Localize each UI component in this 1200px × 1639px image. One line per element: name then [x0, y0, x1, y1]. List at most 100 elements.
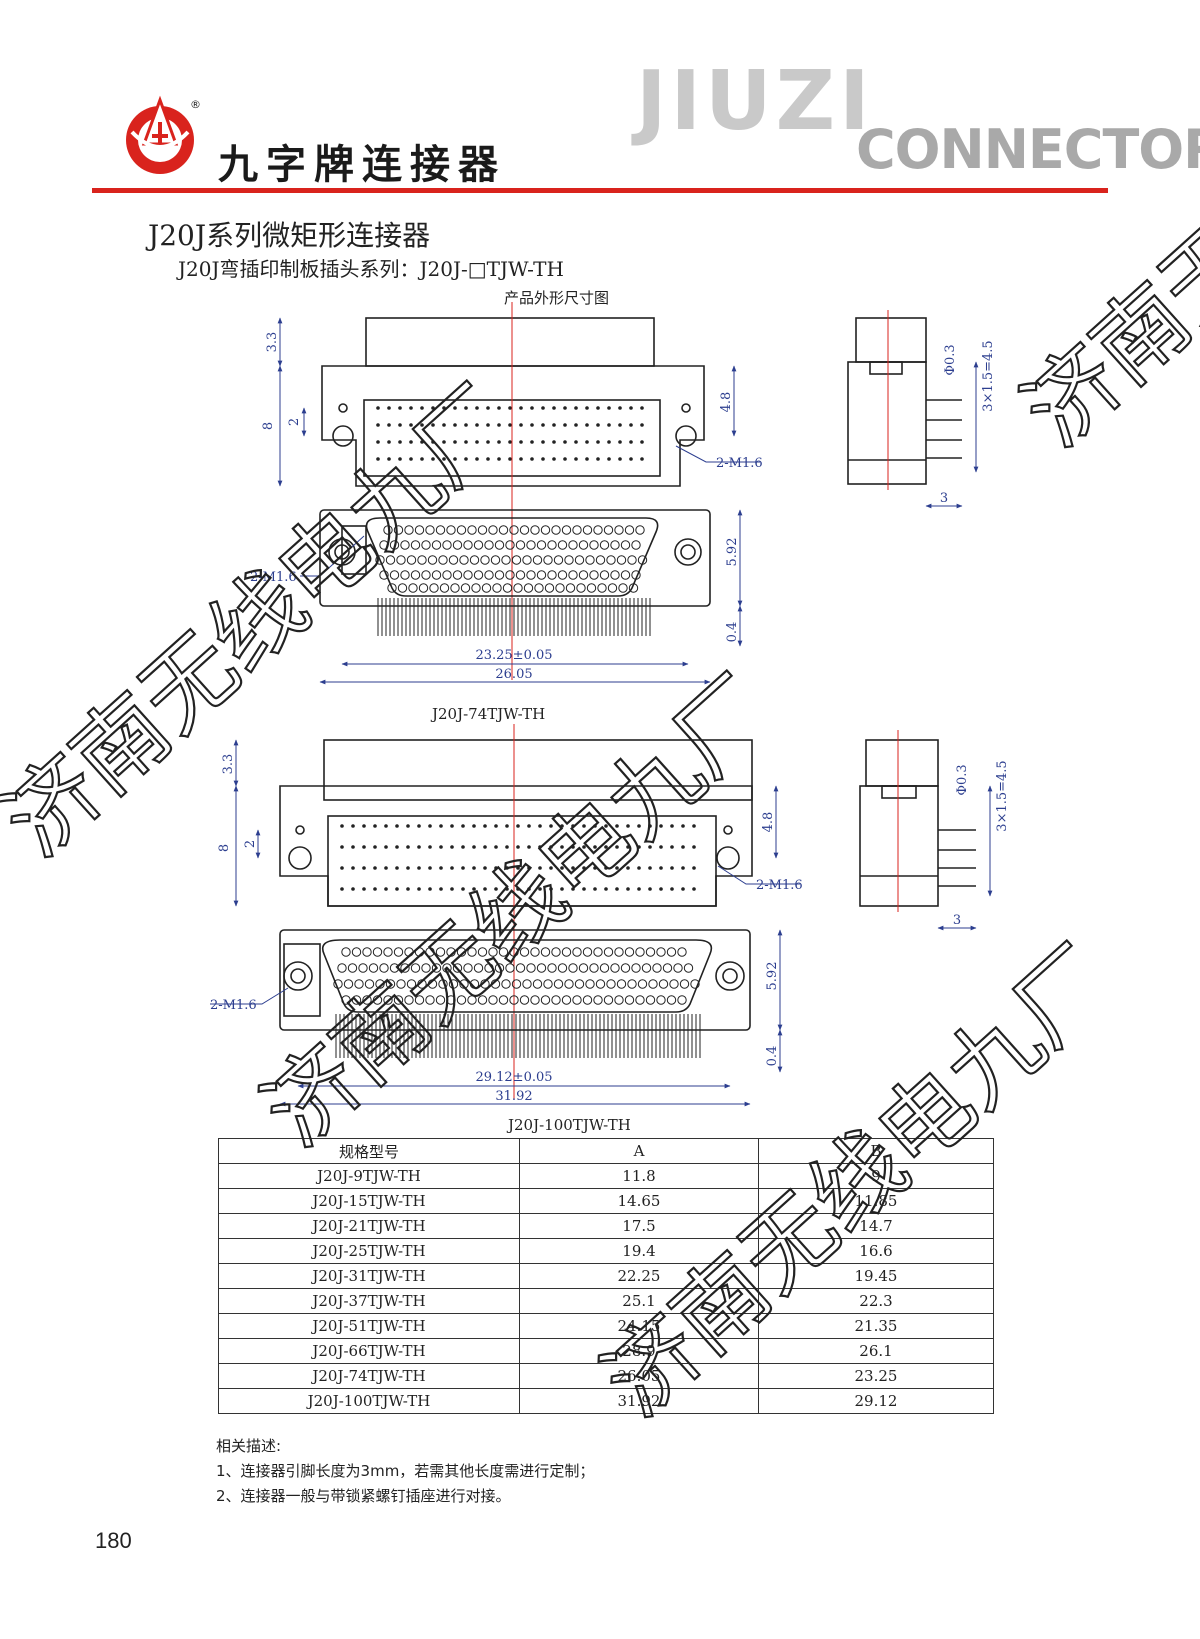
contact-hole	[677, 947, 687, 957]
pin-dot	[637, 866, 641, 870]
contact-hole	[645, 947, 656, 957]
contact-hole	[543, 555, 553, 565]
pin-dot	[593, 845, 597, 849]
contact-hole	[565, 583, 576, 593]
contact-hole	[397, 583, 408, 593]
pin-dot	[384, 845, 388, 849]
contact-hole	[534, 583, 544, 593]
pin-dot	[541, 423, 545, 427]
dim-100-8: 8	[217, 844, 232, 852]
pin-dot	[420, 423, 424, 427]
pin-dot	[541, 406, 545, 410]
pin-dot	[395, 845, 399, 849]
contact-hole	[568, 540, 578, 550]
contact-hole	[404, 947, 414, 957]
contact-hole	[511, 555, 522, 565]
pin-dot	[508, 457, 512, 461]
pin-dot	[626, 866, 630, 870]
pin-dot	[571, 845, 575, 849]
contact-hole	[333, 979, 343, 989]
pin-dot	[406, 866, 410, 870]
drawing-title: 产品外形尺寸图	[504, 289, 610, 307]
notes-section: 相关描述: 1、连接器引脚长度为3mm，若需其他长度需进行定制； 2、连接器一般…	[216, 1434, 594, 1509]
contact-hole	[427, 555, 438, 565]
contact-hole	[448, 555, 459, 565]
contact-hole	[463, 540, 473, 550]
contact-hole	[568, 570, 578, 580]
dim-74-inner-width: 23.25±0.05	[475, 648, 552, 663]
pin-dot	[629, 457, 633, 461]
contact-hole	[526, 540, 536, 550]
pin-dot	[574, 457, 578, 461]
contact-hole	[648, 979, 658, 989]
contact-hole	[406, 555, 417, 565]
pin-dot	[406, 845, 410, 849]
cell-b: 29.12	[758, 1388, 994, 1414]
pin-dot	[626, 824, 630, 828]
contact-hole	[523, 583, 534, 593]
pin-dot	[486, 423, 490, 427]
contact-hole	[354, 979, 364, 989]
pin-dot	[442, 440, 446, 444]
contact-hole	[389, 963, 400, 973]
contact-hole	[467, 525, 477, 535]
pin-dot	[420, 406, 424, 410]
dim-74-screw-left: 2-M1.6	[250, 570, 297, 585]
contact-hole	[624, 995, 635, 1005]
contact-hole	[410, 963, 421, 973]
pin-dot	[549, 845, 553, 849]
contact-hole	[557, 540, 568, 550]
pin-dot	[648, 824, 652, 828]
contact-hole	[379, 570, 389, 580]
contact-hole	[553, 979, 564, 989]
contact-hole	[635, 995, 645, 1005]
note-item: 2、连接器一般与带锁紧螺钉插座进行对接。	[216, 1487, 511, 1505]
pin-dot	[508, 440, 512, 444]
pin-dot	[670, 824, 674, 828]
pin-dot	[409, 440, 413, 444]
contact-hole	[498, 525, 509, 535]
contact-hole	[631, 570, 641, 580]
dim-100-48: 4.8	[761, 812, 776, 833]
pin-dot	[373, 887, 377, 891]
pin-dot	[461, 824, 465, 828]
contact-hole	[519, 947, 530, 957]
contact-hole	[561, 947, 572, 957]
pin-dot	[439, 887, 443, 891]
pin-dot	[560, 866, 564, 870]
contact-hole	[614, 525, 624, 535]
contact-hole	[509, 525, 519, 535]
contact-hole	[404, 995, 414, 1005]
drawing-100-front-view	[279, 929, 751, 1031]
pin-dot	[541, 457, 545, 461]
pin-dot	[486, 406, 490, 410]
pin-dot	[541, 440, 545, 444]
pin-dot	[453, 440, 457, 444]
pin-dot	[618, 406, 622, 410]
pin-dot	[453, 423, 457, 427]
pin-dot	[398, 440, 402, 444]
contact-hole	[467, 947, 477, 957]
pin-dot	[420, 457, 424, 461]
contact-hole	[473, 540, 484, 550]
contact-hole	[606, 979, 616, 989]
contact-hole	[505, 963, 515, 973]
table-header-a: A	[519, 1138, 759, 1164]
cell-a: 31.92	[519, 1388, 759, 1414]
contact-hole	[396, 555, 406, 565]
brand-name-en-connector: CONNECTOR	[856, 118, 1200, 181]
pin-dot	[406, 887, 410, 891]
contact-hole	[414, 995, 425, 1005]
pin-dot	[659, 887, 663, 891]
pin-dot	[409, 457, 413, 461]
contact-hole	[450, 583, 460, 593]
trademark-symbol: ®	[190, 98, 201, 111]
contact-hole	[585, 979, 595, 989]
contact-hole	[456, 995, 467, 1005]
contact-hole	[544, 583, 555, 593]
contact-hole	[484, 570, 494, 580]
pin-dot	[439, 824, 443, 828]
dim-100-inner-width: 29.12±0.05	[475, 1070, 552, 1085]
contact-hole	[410, 540, 421, 550]
